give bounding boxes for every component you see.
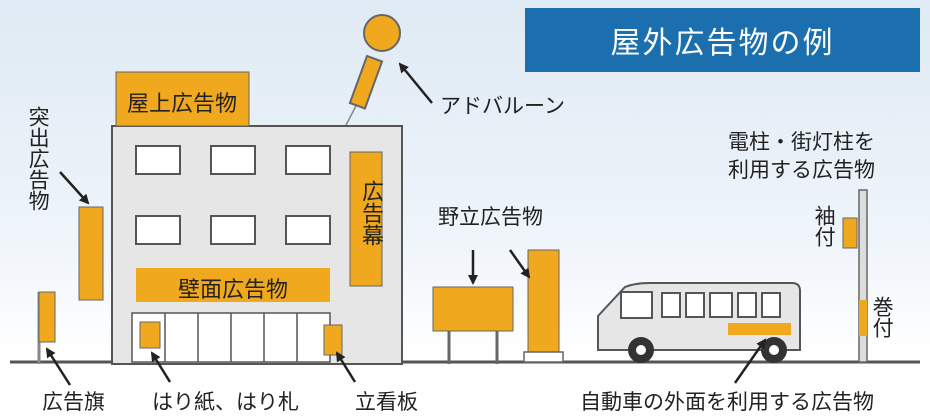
maki-label: 巻付 <box>870 296 895 338</box>
wall-sign <box>136 268 330 302</box>
windows <box>135 145 331 245</box>
standboard-label: 立看板 <box>355 390 418 414</box>
utility-pole <box>858 189 868 363</box>
maki-sign <box>859 300 867 336</box>
sode-sign <box>842 217 858 249</box>
page-title: 屋外広告物の例 <box>525 8 920 72</box>
rooftop-sign-label: 屋上広告物 <box>127 92 238 117</box>
vehicle-label: 自動車の外面を利用する広告物 <box>580 390 874 414</box>
protruding-label: 突出広告物 <box>26 106 51 211</box>
wild-billboard <box>432 286 514 332</box>
pointer-arrows <box>45 62 767 386</box>
stand-board <box>323 324 343 356</box>
pole-label-line2: 利用する広告物 <box>728 158 875 182</box>
wild-pillar <box>527 249 560 353</box>
rooftop-sign <box>115 71 250 127</box>
bus-ad <box>728 323 791 335</box>
wild-pillar-base <box>523 351 564 363</box>
flag <box>38 291 56 343</box>
shop-dividers <box>164 313 298 362</box>
bus-windows <box>620 291 781 319</box>
balloon <box>363 14 401 52</box>
pole-label-line1: 電柱・街灯柱を <box>728 130 875 154</box>
sode-label: 袖付 <box>812 205 837 247</box>
protruding-sign <box>78 206 104 301</box>
wall-sign-label: 壁面広告物 <box>178 278 289 303</box>
balloon-label: アドバルーン <box>440 94 565 118</box>
flag-label: 広告旗 <box>42 390 105 414</box>
curtain-sign-label: 広告幕 <box>358 180 383 246</box>
balloon-banner <box>348 54 384 110</box>
curtain-sign <box>349 151 383 287</box>
paper-sign <box>139 321 161 349</box>
balloon-tether <box>344 103 358 128</box>
wild-label: 野立広告物 <box>438 205 543 229</box>
paper-label: はり紙、はり札 <box>152 390 299 414</box>
